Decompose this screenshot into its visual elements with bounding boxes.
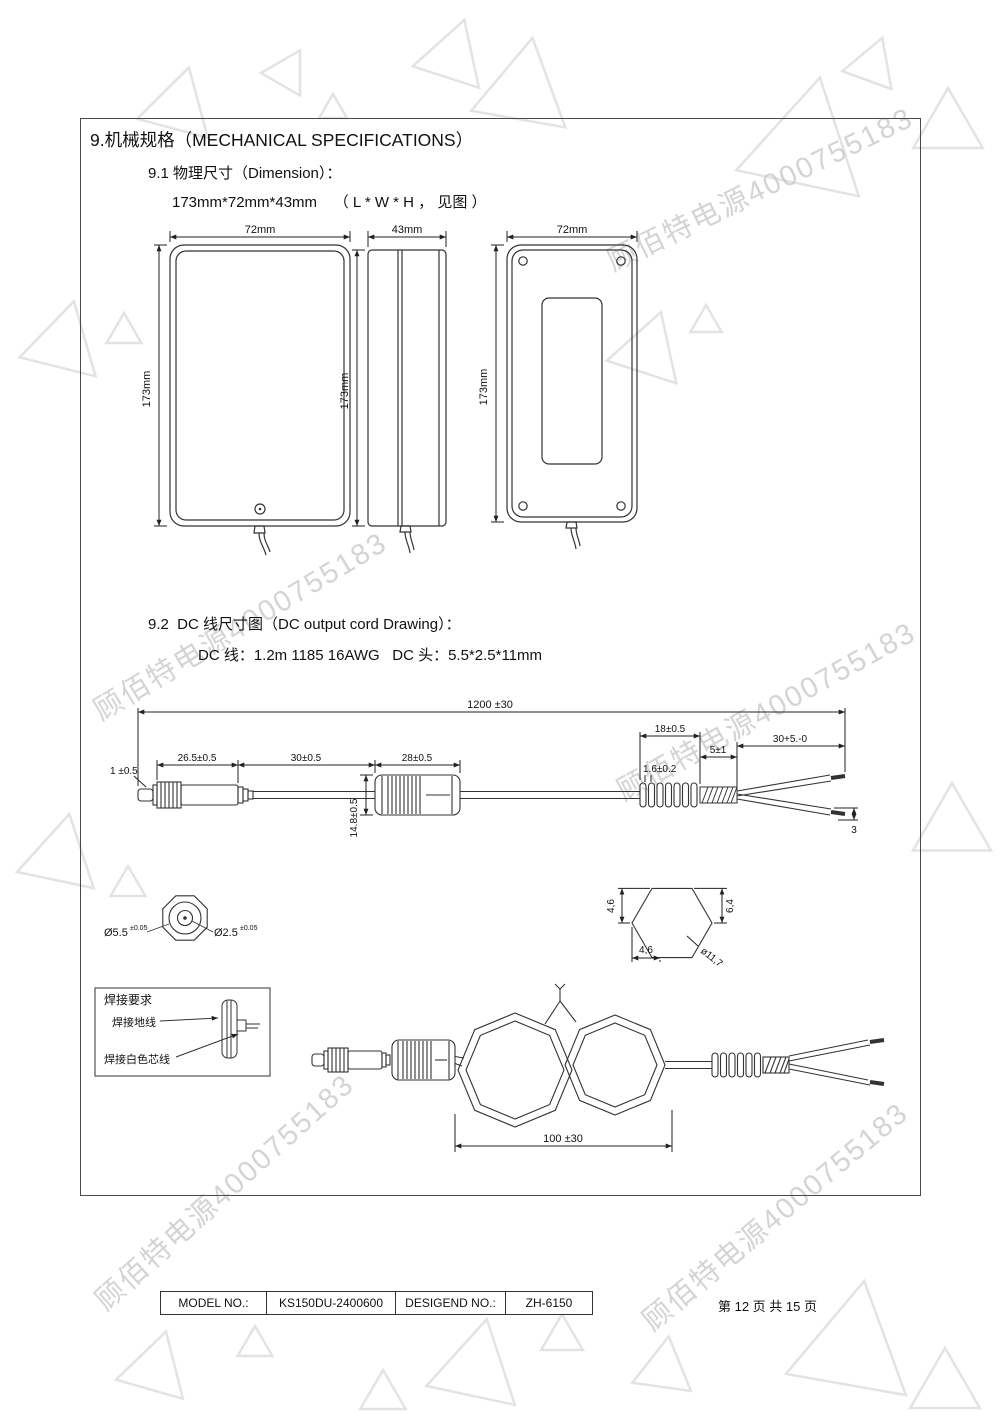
- hex-top-label: 4,6: [606, 899, 617, 913]
- screw-hole: [616, 501, 626, 511]
- split-wires: [736, 774, 846, 816]
- output-cable: [460, 790, 640, 800]
- solder-title-label: 焊接要求: [104, 992, 152, 1007]
- side-view: [367, 249, 447, 554]
- hex-bottom-label: 4,6: [639, 945, 653, 956]
- watermark-triangle: [839, 35, 894, 91]
- back-width-label: 72mm: [557, 224, 588, 236]
- plug-cross-section: [146, 895, 214, 941]
- dc-plug: [137, 781, 375, 809]
- cable-exit: [565, 521, 578, 529]
- loop-exit: [665, 1038, 885, 1086]
- side-view-dim-lines: [352, 231, 447, 527]
- model-no-value: KS150DU-2400600: [267, 1292, 396, 1314]
- front-width-label: 72mm: [245, 224, 276, 236]
- neck-length-label: 30±0.5: [291, 753, 322, 764]
- cord-dim-lines: [133, 708, 858, 821]
- dimension-text: 173mm*72mm*43mm （ L * W * H ， 见图 ）: [172, 194, 487, 211]
- plug-inner-tol-label: ±0.05: [240, 925, 258, 932]
- adapter-views-drawing: 72mm 173mm 43mm 173mm: [141, 224, 638, 556]
- hex-nut-detail: [631, 887, 713, 959]
- watermark-triangle: [468, 35, 568, 129]
- solder-note-box: [94, 987, 271, 1077]
- side-width-label: 43mm: [392, 224, 423, 236]
- plug-outer-tol-label: ±0.05: [130, 925, 148, 932]
- front-view: [169, 244, 351, 556]
- solder-ground-label: 焊接地线: [112, 1015, 156, 1029]
- rib-pitch-label: 1.6±0.2: [643, 764, 677, 775]
- led-indicator: [254, 503, 266, 515]
- front-height-label: 173mm: [141, 371, 153, 408]
- ferrite-bead: [374, 774, 461, 816]
- watermark-triangle: [316, 91, 350, 120]
- design-no-label: DESIGEND NO.:: [396, 1292, 506, 1314]
- ferrite-length-label: 28±0.5: [402, 753, 433, 764]
- wire-tip: [830, 774, 846, 780]
- plug-outer-dia-label: Ø5.5: [104, 927, 128, 939]
- overall-length-label: 1200 ±30: [467, 699, 513, 711]
- back-view-dim-lines: [491, 231, 638, 523]
- crimp-length-label: 18±0.5: [655, 724, 686, 735]
- footer-table: MODEL NO.: KS150DU-2400600 DESIGEND NO.:…: [160, 1291, 593, 1315]
- wire-tip: [830, 810, 846, 816]
- strip-length-label: 30+5.-0: [773, 734, 808, 745]
- twist-length-label: 5±1: [710, 745, 727, 756]
- cable-loop: [454, 983, 666, 1128]
- screw-hole: [616, 256, 626, 266]
- screw-hole: [518, 501, 528, 511]
- loop-length-label: 100 ±30: [543, 1133, 583, 1145]
- tip-length-label: 1 ±0.5: [110, 766, 138, 777]
- twisted-section: [699, 786, 738, 804]
- front-view-dim-lines: [154, 231, 351, 527]
- loop-plug: [311, 1047, 391, 1073]
- ferrite-height-label: 14.8±0.5: [349, 798, 360, 837]
- watermark-triangle: [910, 780, 994, 852]
- dc-cord-drawing: 1200 ±30 18±0.5 30+5.-0 5±1 1.6±0.2 26.5…: [94, 699, 885, 1152]
- crimp-sleeve: [639, 782, 698, 808]
- watermark-triangle: [410, 17, 481, 90]
- twist-knot: [544, 1000, 561, 1025]
- page-title: 9.机械规格（MECHANICAL SPECIFICATIONS）: [90, 130, 474, 150]
- wire-tip: [869, 1080, 885, 1086]
- label-area: [541, 297, 603, 465]
- watermark-triangle: [358, 1367, 408, 1411]
- solder-core-label: 焊接白色芯线: [104, 1052, 170, 1066]
- plug-inner-dia-label: Ø2.5: [214, 927, 238, 939]
- watermark-triangle: [783, 1278, 908, 1397]
- section-9-2-heading: 9.2 DC 线尺寸图（DC output cord Drawing）：: [148, 616, 461, 633]
- page-number: 第 12 页 共 15 页: [718, 1299, 817, 1314]
- hex-dim-lines: [618, 887, 727, 962]
- watermark-triangle: [113, 1329, 185, 1401]
- watermark-triangle: [235, 1323, 275, 1358]
- watermark-triangle: [908, 1345, 982, 1410]
- design-no-value: ZH-6150: [525, 1296, 573, 1310]
- side-height-label: 173mm: [339, 373, 351, 410]
- hex-right-label: 6,4: [725, 899, 736, 913]
- watermark-triangle: [258, 48, 302, 98]
- cable-exit: [253, 525, 266, 534]
- watermark-triangle: [423, 1316, 517, 1407]
- wire-tip-label: 3: [851, 825, 857, 836]
- back-view: [506, 244, 638, 550]
- wire-tip: [869, 1038, 885, 1044]
- loop-dim-lines: [454, 1110, 673, 1152]
- watermark-triangle: [911, 85, 985, 150]
- watermark-triangle: [630, 1333, 693, 1393]
- hex-dia-label: ø11,7: [698, 946, 725, 970]
- loop-ferrite: [391, 1039, 456, 1081]
- model-no-label: MODEL NO.:: [161, 1292, 267, 1314]
- screw-hole: [518, 256, 528, 266]
- section-9-1-heading: 9.1 物理尺寸（Dimension）：: [148, 165, 342, 182]
- cable-exit: [399, 525, 412, 533]
- back-height-label: 173mm: [478, 369, 490, 406]
- watermark-triangle: [538, 1311, 586, 1352]
- plug-length-label: 26.5±0.5: [178, 753, 217, 764]
- cord-spec-text: DC 线：1.2m 1185 16AWG DC 头：5.5*2.5*11mm: [198, 647, 543, 664]
